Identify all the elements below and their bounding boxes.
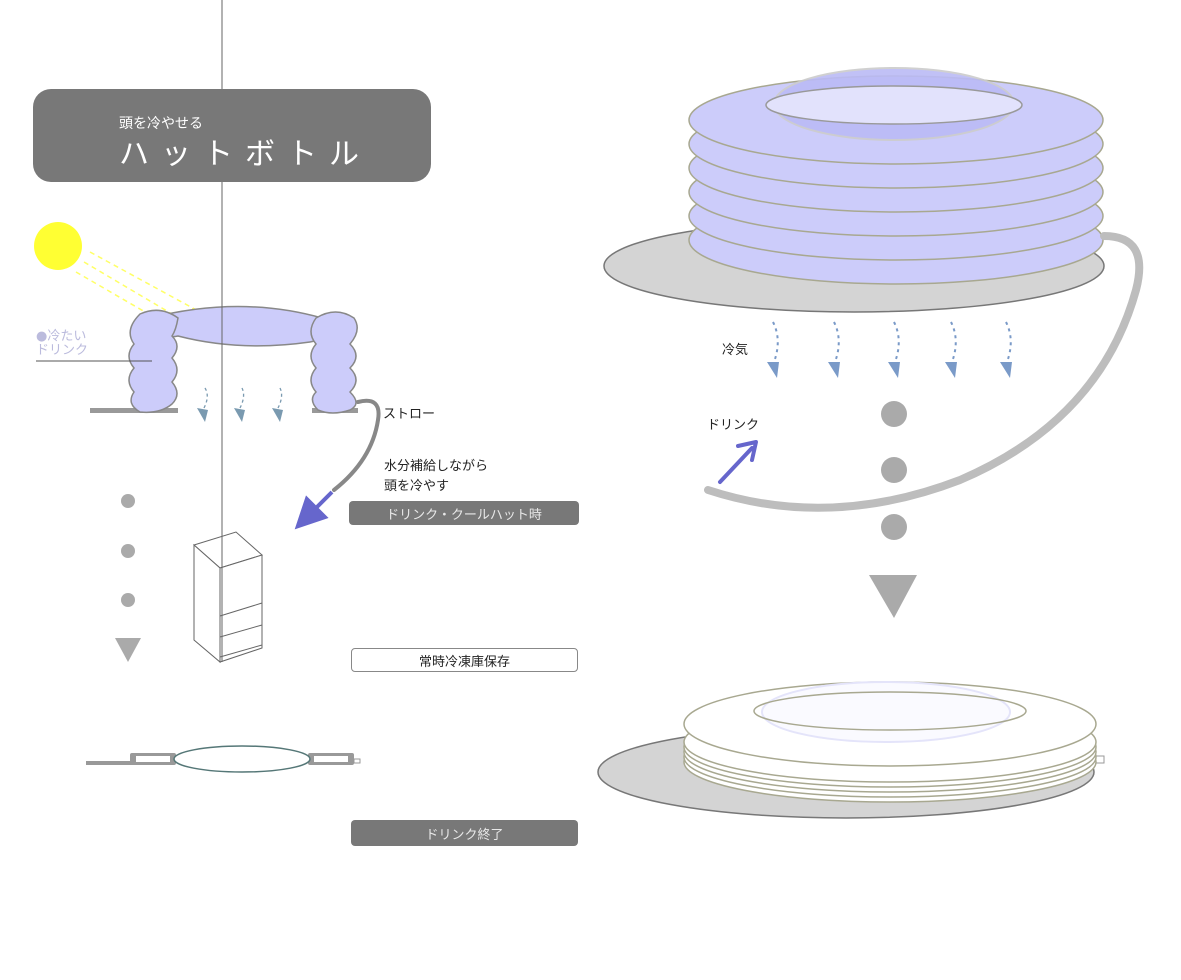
hat-flat-3d bbox=[597, 681, 1105, 819]
hat-full-3d bbox=[603, 67, 1105, 313]
hat-side-view bbox=[36, 305, 358, 414]
hat-right-coil bbox=[310, 311, 358, 414]
stage-freezer-storage: 常時冷凍庫保存 bbox=[351, 648, 578, 672]
description-line1: 水分補給しながら bbox=[384, 459, 489, 474]
cold-drink-label: ●冷たい ドリンク bbox=[36, 330, 88, 358]
cold-drink-label-line1: ●冷たい bbox=[36, 329, 87, 344]
down-arrow-left bbox=[115, 638, 141, 662]
straw-label: ストロー bbox=[383, 407, 436, 422]
down-arrow-right bbox=[869, 575, 917, 618]
cool-air-label: 冷気 bbox=[722, 343, 749, 358]
title-main: ハットボトル bbox=[119, 137, 371, 172]
freezer-icon bbox=[193, 0, 263, 664]
cool-air-arrows-right bbox=[767, 321, 1012, 378]
stage-drink-finished: ドリンク終了 bbox=[351, 820, 578, 846]
stage-drink-cool-hat: ドリンク・クールハット時 bbox=[349, 501, 579, 525]
straw-right bbox=[704, 232, 1144, 512]
sun-rays bbox=[75, 251, 201, 317]
title-subtitle: 頭を冷やせる bbox=[119, 116, 203, 132]
title-banner: 頭を冷やせる ハットボトル bbox=[33, 89, 431, 182]
hat-crown bbox=[148, 305, 324, 347]
description-line2: 頭を冷やす bbox=[384, 479, 450, 494]
straw-left bbox=[294, 398, 381, 530]
cool-air-arrows-left bbox=[197, 387, 283, 422]
progress-dots-left bbox=[115, 494, 141, 662]
drink-label: ドリンク bbox=[707, 418, 760, 433]
hat-flat-side-view bbox=[86, 745, 361, 773]
cold-drink-label-line2: ドリンク bbox=[36, 343, 89, 358]
sun-icon bbox=[34, 222, 82, 270]
progress-dots-right bbox=[869, 401, 917, 618]
